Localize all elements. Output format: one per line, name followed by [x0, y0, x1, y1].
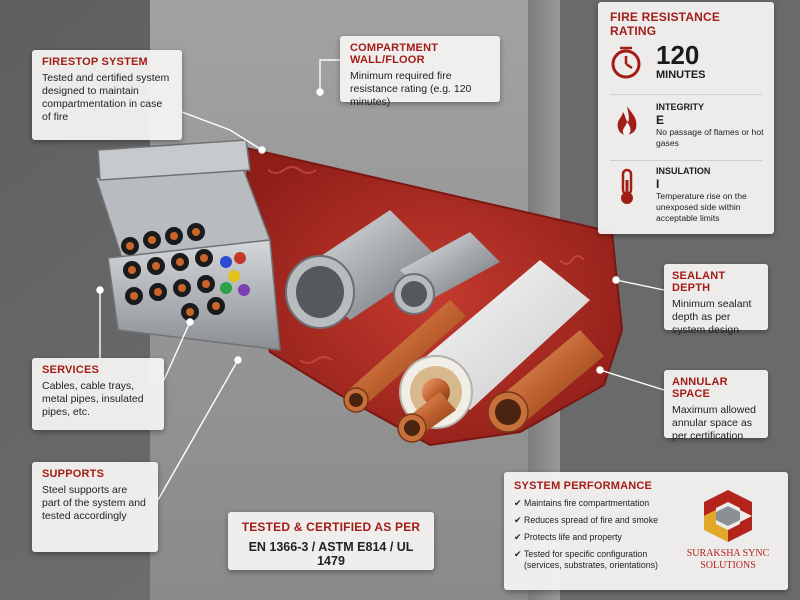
supports-title: SUPPORTS	[42, 468, 105, 480]
check-icon: ✔	[514, 498, 522, 508]
supports-callout: SUPPORTS Steel supports are part of the …	[32, 462, 158, 552]
compartment-wall-callout: COMPARTMENT WALL/FLOOR Minimum required …	[340, 36, 500, 108]
list-item: ✔Protects life and property	[514, 532, 684, 543]
integrity-letter: E	[656, 113, 665, 127]
rating-title: FIRE RESISTANCE RATING	[610, 10, 721, 38]
insulation-letter: I	[656, 177, 660, 191]
copper-pipe-right	[487, 330, 604, 433]
rating-value: 120	[656, 40, 700, 70]
rating-divider	[610, 94, 762, 95]
suraksha-sync-logo: SURAKSHA SYNC SOLUTIONS	[682, 486, 774, 582]
insulation-label: INSULATION	[656, 166, 711, 176]
services-callout: SERVICES Cables, cable trays, metal pipe…	[32, 358, 164, 430]
sealant-texture	[267, 166, 585, 364]
firestop-system-callout: FIRESTOP SYSTEM Tested and certified sys…	[32, 50, 182, 140]
logo-mark	[704, 490, 752, 542]
thermometer-icon	[621, 168, 633, 204]
sealant-title: SEALANT DEPTH	[672, 270, 726, 294]
sealant-text: Minimum sealant depth as per system desi…	[672, 298, 752, 336]
firestop-title: FIRESTOP SYSTEM	[42, 56, 148, 68]
performance-item: Maintains fire compartmentation	[524, 498, 650, 508]
integrity-divider	[610, 160, 762, 161]
logo-line-2: SOLUTIONS	[700, 560, 756, 571]
annular-text: Maximum allowed annular space as per cer…	[672, 404, 757, 442]
check-icon: ✔	[514, 549, 522, 559]
integrity-text: No passage of flames or hot gases	[656, 127, 764, 148]
performance-list: ✔Maintains fire compartmentation ✔Reduce…	[514, 498, 684, 571]
performance-item: Protects life and property	[524, 532, 622, 542]
clock-icon	[611, 46, 641, 79]
copper-pipe-left	[343, 300, 466, 413]
services-text: Cables, cable trays, metal pipes, insula…	[42, 380, 144, 418]
services-title: SERVICES	[42, 364, 100, 376]
list-item: ✔Reduces spread of fire and smoke	[514, 515, 684, 526]
compartment-text: Minimum required fire resistance rating …	[350, 70, 472, 108]
performance-item: Tested for specific configuration (servi…	[524, 549, 658, 570]
check-icon: ✔	[514, 532, 522, 542]
insulation-text: Temperature rise on the unexposed side w…	[656, 191, 747, 223]
steel-support	[97, 139, 251, 181]
supports-text: Steel supports are part of the system an…	[42, 484, 146, 522]
check-icon: ✔	[514, 515, 522, 525]
leader-lines	[96, 59, 665, 501]
list-item: ✔Tested for specific configuration (serv…	[514, 549, 684, 571]
performance-item: Reduces spread of fire and smoke	[524, 515, 658, 525]
sealant-depth-callout: SEALANT DEPTH Minimum sealant depth as p…	[664, 264, 768, 336]
copper-pipe-center	[397, 392, 456, 443]
steel-pipe-small	[393, 232, 500, 315]
tested-certified-callout: TESTED & CERTIFIED AS PER EN 1366-3 / AS…	[228, 512, 434, 570]
firestop-text: Tested and certified system designed to …	[42, 72, 170, 123]
rating-unit: MINUTES	[656, 69, 706, 81]
flame-icon	[617, 106, 637, 136]
annular-space-callout: ANNULAR SPACE Maximum allowed annular sp…	[664, 370, 768, 442]
integrity-label: INTEGRITY	[656, 102, 705, 112]
system-performance-panel: SYSTEM PERFORMANCE ✔Maintains fire compa…	[504, 472, 788, 590]
cable-bundle	[121, 223, 250, 321]
logo-line-1: SURAKSHA SYNC	[686, 548, 770, 559]
tested-standards: EN 1366-3 / ASTM E814 / UL 1479	[248, 540, 414, 568]
list-item: ✔Maintains fire compartmentation	[514, 498, 684, 509]
steel-pipe-large	[285, 210, 440, 329]
compartment-title: COMPARTMENT WALL/FLOOR	[350, 42, 439, 66]
fire-resistance-rating-panel: FIRE RESISTANCE RATING 120 MINUTES INTEG…	[598, 2, 774, 234]
performance-title: SYSTEM PERFORMANCE	[514, 480, 653, 492]
tested-title: TESTED & CERTIFIED AS PER	[241, 520, 421, 534]
annular-title: ANNULAR SPACE	[672, 376, 728, 400]
